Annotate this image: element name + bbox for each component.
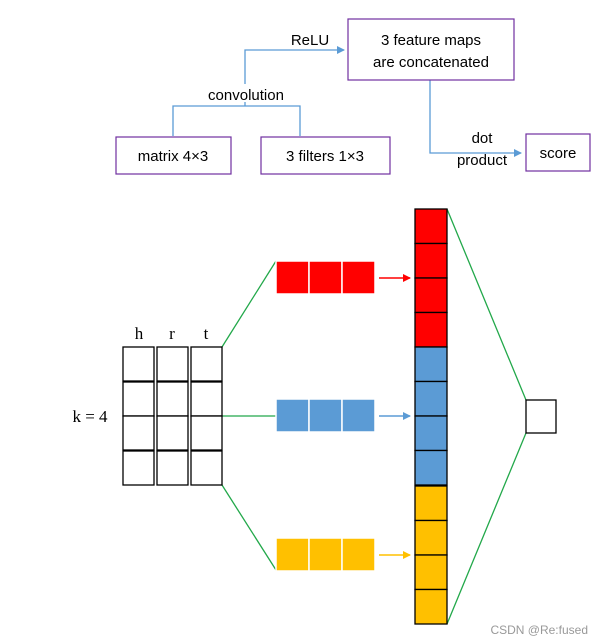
filter-yellow-cell	[341, 537, 376, 572]
filter-blue	[275, 398, 376, 433]
input-cell	[156, 381, 189, 417]
matrix-box	[115, 136, 232, 175]
matrix-label: matrix 4×3	[138, 148, 208, 165]
filter-blue-cell	[341, 398, 376, 433]
convolution-label: convolution	[208, 87, 284, 104]
filter-blue-cell	[308, 398, 343, 433]
feature-map-blue-cell	[414, 380, 448, 417]
filter-red	[275, 260, 376, 295]
feature-maps-box	[347, 18, 515, 81]
input-cell	[190, 415, 223, 451]
green-connectors	[221, 208, 527, 625]
feature-map-blue-cell	[414, 449, 448, 486]
line-input-to-yellow	[221, 484, 277, 571]
filter-yellow	[275, 537, 376, 572]
column-label-h: h	[135, 324, 144, 343]
column-label-t: t	[204, 324, 209, 343]
k-label: k = 4	[72, 407, 108, 426]
product-label: product	[457, 152, 508, 169]
filter-blue-cell	[275, 398, 310, 433]
line-input-to-red	[221, 260, 277, 348]
input-cell	[122, 346, 155, 382]
input-cell	[122, 415, 155, 451]
score-label: score	[540, 145, 577, 162]
input-cell	[190, 450, 223, 486]
filter-yellow-cell	[275, 537, 310, 572]
feature-map-blue-cell	[414, 346, 448, 383]
input-cell	[190, 346, 223, 382]
score-box	[525, 133, 591, 172]
watermark-text: CSDN @Re:fused	[490, 623, 588, 637]
input-cell	[156, 346, 189, 382]
dot-label: dot	[472, 130, 494, 147]
feature-map-yellow-cell	[414, 519, 448, 556]
feature-map-red-cell	[414, 242, 448, 279]
line-concat-to-output-bottom	[446, 432, 527, 625]
filter-red-cell	[341, 260, 376, 295]
convolution-bracket	[172, 105, 301, 136]
filters-box	[260, 136, 391, 175]
line-concat-to-output-top	[446, 208, 527, 401]
feature-map-blue-cell	[414, 415, 448, 452]
filter-red-cell	[308, 260, 343, 295]
input-matrix	[122, 346, 223, 486]
input-cell	[122, 450, 155, 486]
feature-map-column	[414, 208, 448, 625]
feature-map-red-cell	[414, 311, 448, 348]
input-cell	[122, 381, 155, 417]
input-cell	[156, 415, 189, 451]
input-cell	[156, 450, 189, 486]
relu-label: ReLU	[291, 32, 329, 49]
feature-map-yellow-cell	[414, 588, 448, 625]
dot-product-arrow	[429, 80, 522, 157]
filter-red-cell	[275, 260, 310, 295]
feature-map-yellow-cell	[414, 485, 448, 522]
feature-maps-line2: are concatenated	[373, 54, 489, 71]
filter-yellow-cell	[308, 537, 343, 572]
filters-label: 3 filters 1×3	[286, 148, 364, 165]
feature-maps-line1: 3 feature maps	[381, 32, 481, 49]
convolution-label-bg	[192, 84, 300, 102]
column-label-r: r	[169, 324, 175, 343]
feature-map-red-cell	[414, 208, 448, 245]
feature-map-red-cell	[414, 277, 448, 314]
input-cell	[190, 381, 223, 417]
feature-map-yellow-cell	[414, 554, 448, 591]
output-score-node	[525, 399, 557, 434]
